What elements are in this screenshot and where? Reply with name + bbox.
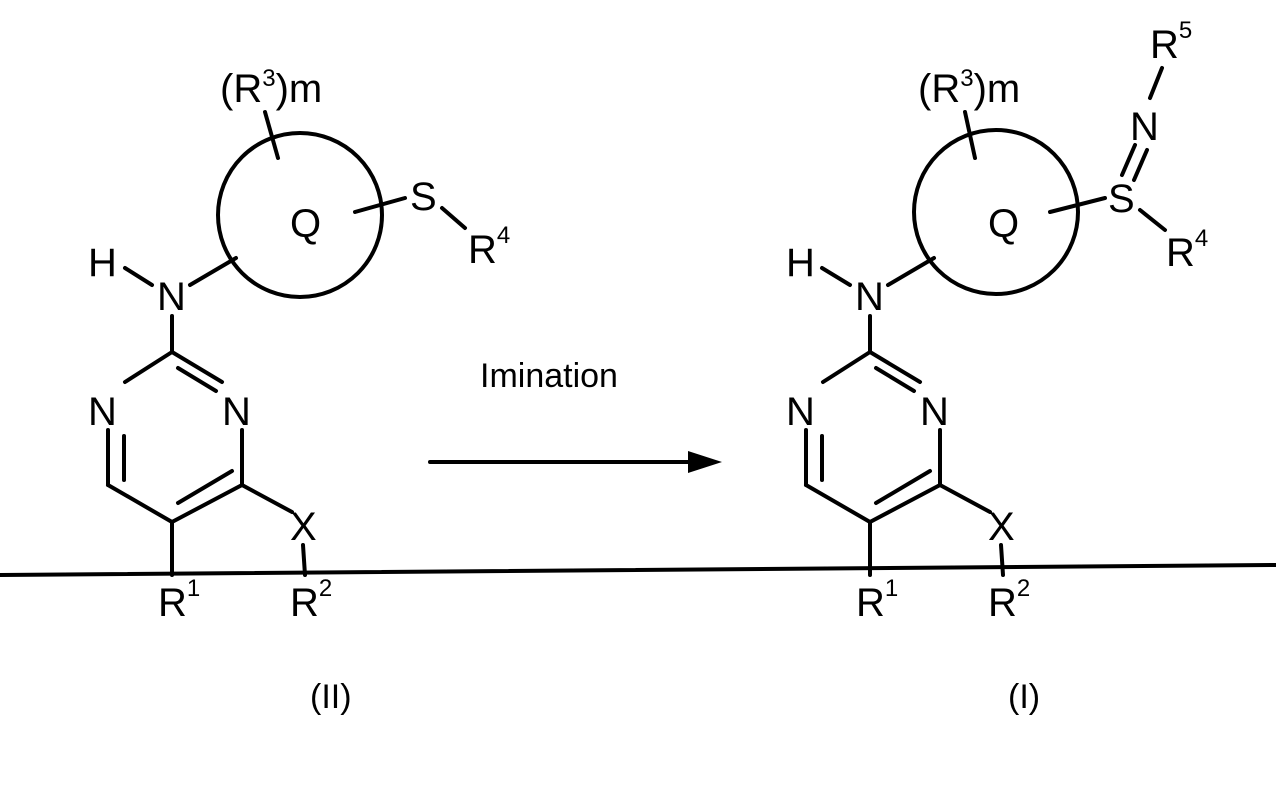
product-imine-n: N [1130, 105, 1159, 149]
reactant-pyr-bond-6 [172, 485, 242, 522]
reactant-x-r2-bond [303, 545, 305, 575]
reactant-pyr-n1: N [88, 390, 117, 434]
reactant-compound-label: (II) [310, 678, 352, 716]
product-pyr-double-1 [876, 368, 914, 391]
product-h-n-bond [822, 268, 850, 285]
reactant-s-atom: S [410, 175, 437, 219]
product-pyr-bond-1 [823, 352, 870, 382]
reactant-pyr-bond-5 [108, 485, 172, 522]
reactant-n-ring-bond [190, 258, 236, 285]
product-c-x-bond [940, 485, 990, 512]
reactant-s-r4-bond [442, 208, 465, 228]
reaction-arrow-head [688, 451, 722, 473]
product-x-atom: X [988, 505, 1015, 549]
product-compound-label: (I) [1008, 678, 1040, 716]
product-pyr-double-3 [876, 471, 930, 503]
product-r2-label: R2 [988, 575, 1030, 625]
product-pyr-bond-6 [870, 485, 940, 522]
product-pyr-bond-5 [806, 485, 870, 522]
scan-line [0, 565, 1276, 575]
product-x-r2-bond [1001, 545, 1003, 575]
reaction-condition: Imination [480, 357, 618, 395]
product-r5-label: R5 [1150, 17, 1192, 67]
product-s-n-bond-2 [1134, 150, 1147, 180]
reactant-q-label: Q [290, 202, 321, 246]
reactant-x-atom: X [290, 505, 317, 549]
reactant-r4-label: R4 [468, 222, 510, 272]
reactant-h-atom: H [88, 241, 117, 285]
product-s-n-bond-1 [1122, 145, 1135, 175]
product-q-label: Q [988, 202, 1019, 246]
product-s-r4-bond [1140, 210, 1165, 230]
reactant-structure: Q (R3)m S R4 H N N N X R2 R1 [88, 65, 510, 625]
product-s-atom: S [1108, 177, 1135, 221]
product-r3-label: (R3)m [918, 65, 1020, 111]
reactant-pyr-double-3 [178, 471, 232, 503]
product-r4-label: R4 [1166, 225, 1208, 275]
product-pyr-n2: N [920, 390, 949, 434]
product-structure: Q (R3)m S N R5 R4 H N N N X [786, 17, 1208, 625]
reactant-nh-n-atom: N [157, 275, 186, 319]
product-n-ring-bond [888, 258, 934, 285]
product-pyr-n1: N [786, 390, 815, 434]
product-n-r5-bond [1150, 68, 1162, 98]
reactant-r2-label: R2 [290, 575, 332, 625]
product-nh-n-atom: N [855, 275, 884, 319]
reactant-pyr-bond-1 [125, 352, 172, 382]
reactant-r1-label: R1 [158, 575, 200, 625]
reactant-h-n-bond [125, 268, 152, 285]
product-h-atom: H [786, 241, 815, 285]
product-r1-label: R1 [856, 575, 898, 625]
reactant-pyr-n2: N [222, 390, 251, 434]
reactant-r3-label: (R3)m [220, 65, 322, 111]
reactant-pyr-double-1 [178, 368, 216, 391]
reactant-c-x-bond [242, 485, 292, 512]
